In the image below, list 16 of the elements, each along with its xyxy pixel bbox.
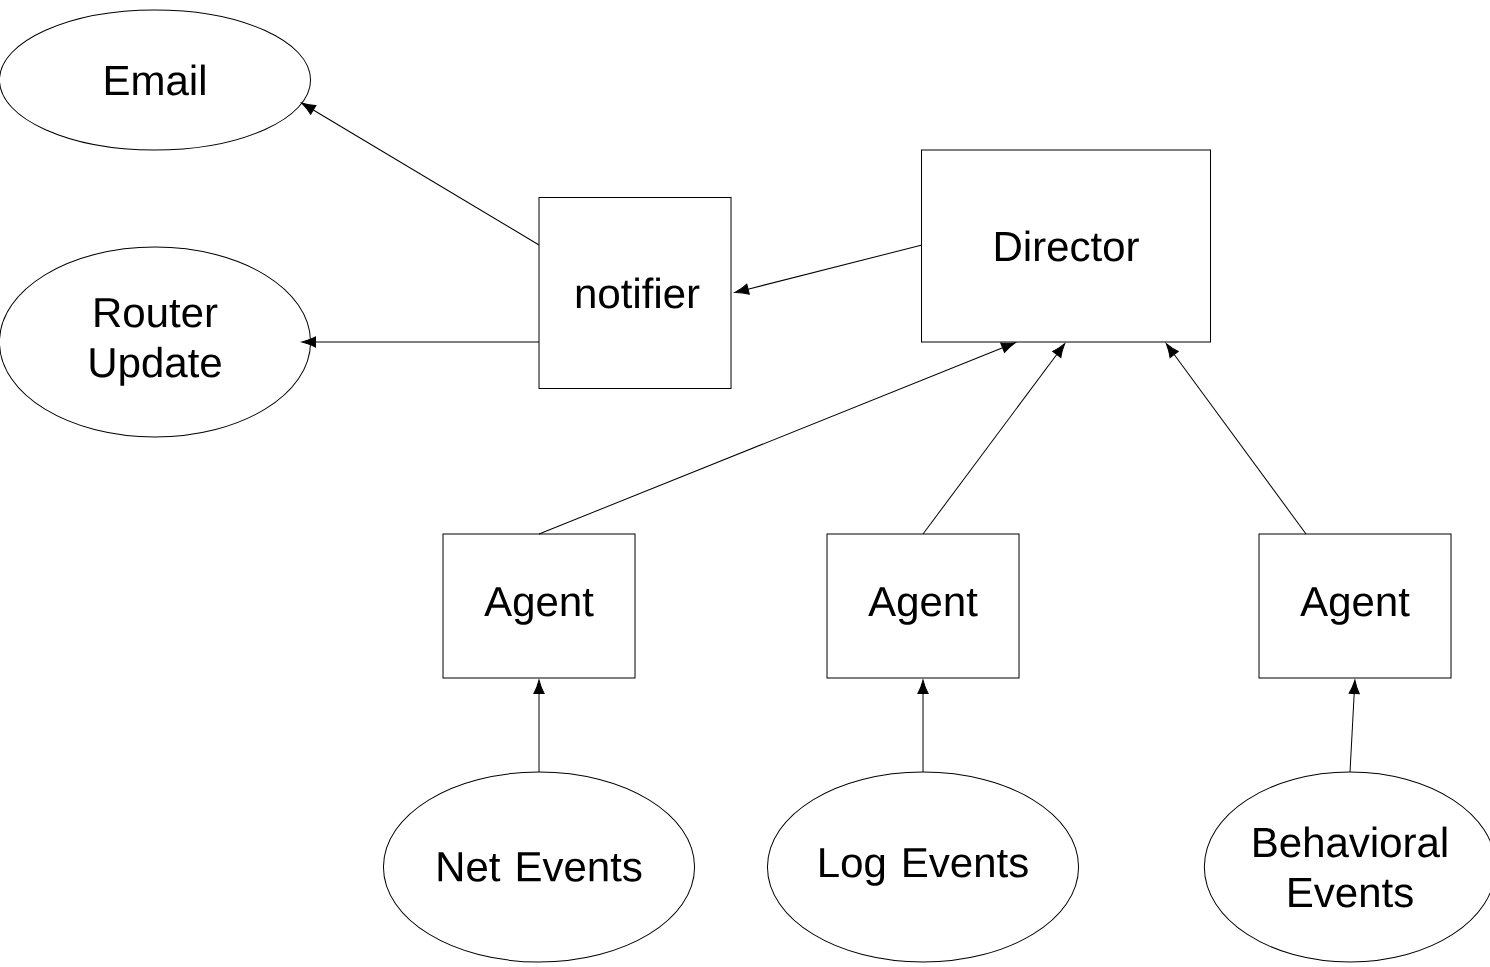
- arrow: [538, 342, 1016, 535]
- arrow: [1348, 679, 1360, 773]
- arrow: [301, 336, 540, 348]
- process-box: Agent: [1258, 533, 1452, 679]
- process-box: Agent: [442, 533, 636, 679]
- arrow: [1165, 343, 1307, 535]
- arrow: [922, 343, 1066, 535]
- arrow: [533, 679, 545, 773]
- process-box: Director: [921, 149, 1211, 343]
- arrow: [301, 102, 540, 246]
- ellipse-node: Net Events: [382, 771, 696, 963]
- ellipse-node: Log Events: [766, 771, 1080, 963]
- arrow: [917, 679, 929, 773]
- process-box: notifier: [538, 197, 732, 389]
- arrow: [734, 244, 923, 295]
- process-box: Agent: [826, 533, 1020, 679]
